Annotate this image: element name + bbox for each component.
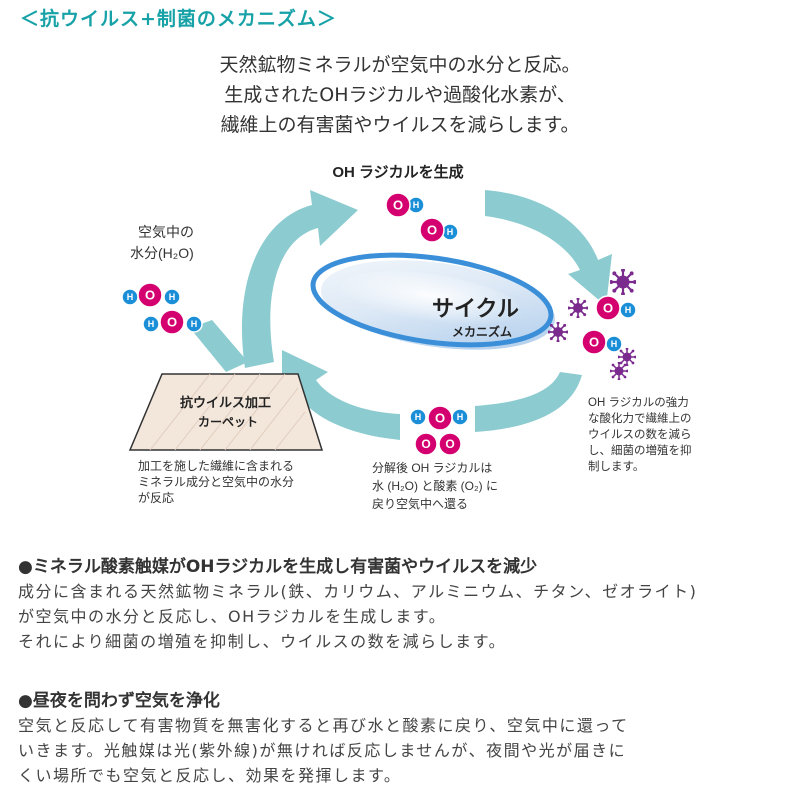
left-caption: 加工を施した繊維に含まれる ミネラル成分と空気中の水分 が反応 (138, 458, 297, 505)
cycle-arrows (190, 190, 612, 440)
oxygen-atom-letter: O (445, 437, 454, 451)
section-heading: ●昼夜を問わず空気を浄化 (18, 691, 220, 711)
oxygen-atom-letter: O (145, 288, 155, 303)
oxygen-atom-letter: O (435, 411, 445, 426)
top-label: OH ラジカルを生成 (332, 163, 463, 181)
bottom-caption: 分解後 OH ラジカルは 水 (H₂O) と酸素 (O₂) に 戻り空気中へ還る (372, 461, 501, 511)
intro-line: 繊維上の有害菌やウイルスを減らします。 (220, 114, 580, 136)
hydrogen-atom-letter: H (191, 319, 198, 329)
oxygen-atom (137, 282, 163, 308)
hydrogen-atom-letter: H (447, 227, 454, 237)
arrow-bottom-right (475, 372, 582, 432)
oxygen-atom (427, 405, 453, 431)
section-line: いきます。光触媒は光(紫外線)が無ければ反応しませんが、夜間や光が届きに (18, 741, 627, 760)
virus-icon (618, 348, 636, 366)
hydrogen-atom-letter: H (625, 305, 632, 315)
oxygen-atom-letter: O (589, 335, 599, 350)
hydrogen-atom-letter: H (148, 319, 155, 329)
section-line: 成分に含まれる天然鉱物ミネラル(鉄、カリウム、アルミニウム、チタン、ゼオライト) (18, 582, 698, 601)
hydrogen-atom-letter: H (415, 412, 422, 422)
section-body: 空気と反応して有害物質を無害化すると再び水と酸素に戻り、空気中に還って いきます… (18, 713, 629, 788)
oxygen-atom (419, 217, 445, 243)
section-heading: ●ミネラル酸素触媒がOHラジカルを生成し有害菌やウイルスを減少 (18, 557, 538, 577)
arrow-down-right (485, 190, 612, 306)
carpet-label-line1: 抗ウイルス加工 (180, 395, 271, 410)
cycle-label: サイクル (432, 296, 519, 321)
virus-icon (610, 362, 628, 380)
oxygen-atom (414, 432, 438, 456)
carpet: 抗ウイルス加工 カーペット (128, 373, 324, 451)
section-line: くい場所でも空気と反応し、効果を発揮します。 (18, 766, 402, 785)
right-caption: OH ラジカルの強力 な酸化力で繊維上の ウイルスの数を減ら し、細菌の増殖を抑… (588, 396, 695, 473)
hydrogen-atom-letter: H (457, 412, 464, 422)
oxygen-atom-letter: O (167, 315, 177, 330)
hydrogen-atom (409, 408, 427, 426)
hydrogen-atom (185, 315, 203, 333)
hydrogen-atom-letter: H (611, 339, 618, 349)
oxygen-atom (595, 295, 621, 321)
virus-icon (548, 322, 568, 342)
intro-text: 天然鉱物ミネラルが空気中の水分と反応。 生成されたOHラジカルや過酸化水素が、 … (0, 50, 800, 140)
hydrogen-atom (163, 288, 181, 306)
oxygen-atom (581, 329, 607, 355)
hydrogen-atom-letter: H (127, 292, 134, 302)
oxygen-atom (438, 432, 462, 456)
oxygen-atom-letter: O (421, 437, 430, 451)
cycle-sublabel: メカニズム (452, 324, 512, 339)
section-line: 空気と反応して有害物質を無害化すると再び水と酸素に戻り、空気中に還って (18, 716, 629, 735)
cycle-disc: サイクル メカニズム (310, 252, 555, 350)
hydrogen-atom-letter: H (413, 200, 420, 210)
section-line: それにより細菌の増殖を抑制し、ウイルスの数を減らします。 (18, 632, 507, 651)
oxygen-atom (159, 309, 185, 335)
hydrogen-atom-letter: H (169, 292, 176, 302)
intro-line: 生成されたOHラジカルや過酸化水素が、 (224, 84, 576, 106)
oxygen-atom-letter: O (427, 223, 437, 238)
page-title: ＜抗ウイルス+制菌のメカニズム＞ (20, 8, 337, 30)
virus-icon (610, 269, 636, 295)
virus-icon (568, 298, 588, 318)
water-label-line2: 水分(H₂O) (130, 245, 194, 261)
carpet-label-line2: カーペット (198, 415, 258, 429)
intro-line: 天然鉱物ミネラルが空気中の水分と反応。 (219, 54, 581, 76)
section-body: 成分に含まれる天然鉱物ミネラル(鉄、カリウム、アルミニウム、チタン、ゼオライト)… (18, 579, 697, 654)
oxygen-atom (385, 192, 411, 218)
section-line: が空気中の水分と反応し、OHラジカルを生成します。 (18, 607, 447, 626)
water-label-line1: 空気中の (138, 224, 194, 240)
oxygen-atom-letter: O (603, 301, 613, 316)
arrow-up-left (241, 190, 358, 368)
cycle-diagram: サイクル メカニズム 抗ウイルス加工 カーペット OH ラジカルを生成 空気中の… (121, 163, 695, 511)
oxygen-atom-letter: O (393, 198, 403, 213)
arrow-water-in (190, 320, 248, 372)
arrow-bottom-left (282, 350, 400, 440)
hydrogen-atom (142, 315, 160, 333)
